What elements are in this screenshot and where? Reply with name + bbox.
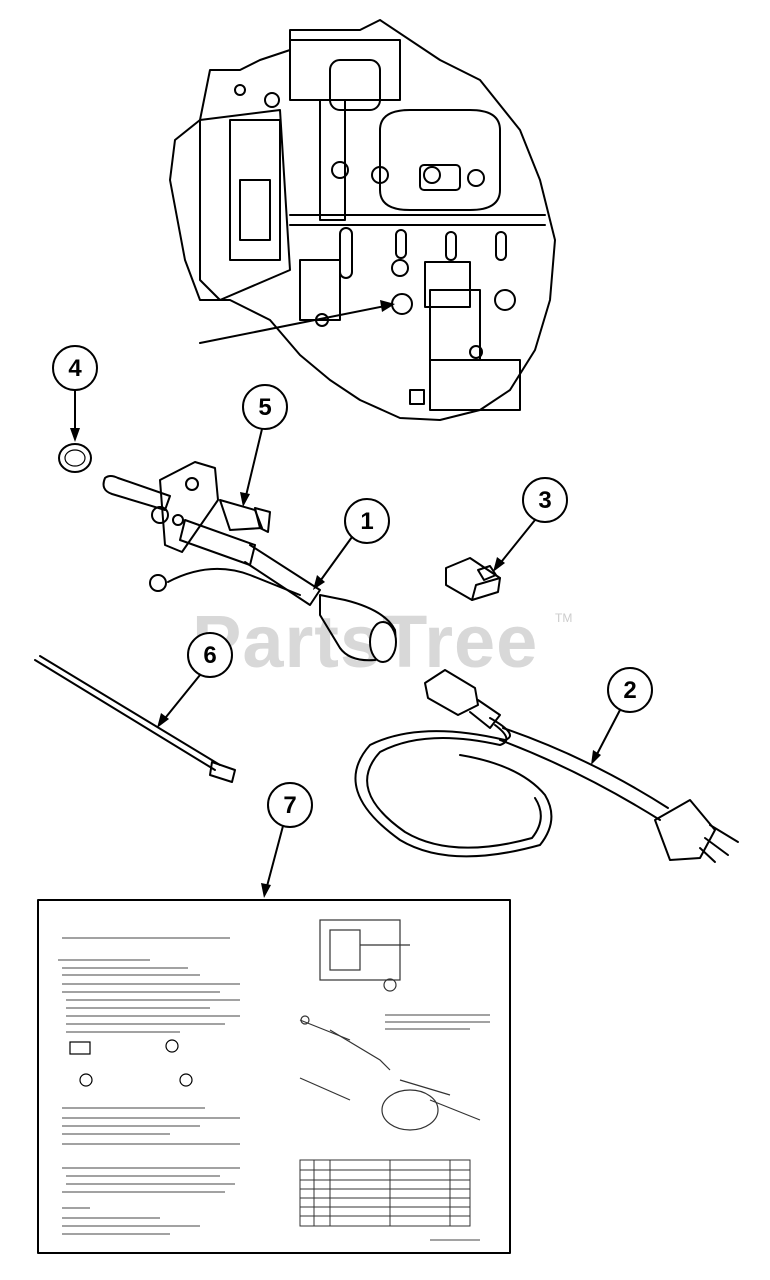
cable-tie-icon — [34, 655, 236, 783]
connector-clip-icon — [445, 557, 501, 601]
callout-1-label: 1 — [360, 508, 373, 535]
heater-element-icon — [102, 461, 397, 663]
callout-3-label: 3 — [538, 487, 551, 514]
watermark-text: PartsTree — [192, 600, 538, 683]
callout-3: 3 — [493, 477, 568, 572]
callout-5: 5 — [240, 384, 288, 507]
o-ring-icon — [58, 443, 92, 473]
watermark-trademark: TM — [555, 611, 572, 625]
callout-7: 7 — [261, 782, 313, 898]
callout-2-label: 2 — [623, 677, 636, 704]
callout-7-label: 7 — [283, 792, 296, 819]
callout-4: 4 — [52, 345, 98, 442]
callout-6: 6 — [157, 632, 233, 728]
bolt-icon — [219, 499, 271, 533]
instruction-sheet-icon — [37, 899, 511, 1254]
power-cord-icon — [354, 669, 739, 863]
callout-5-label: 5 — [258, 394, 271, 421]
callout-2: 2 — [591, 667, 653, 765]
engine-block-illustration — [169, 19, 556, 421]
callout-4-label: 4 — [68, 355, 82, 382]
callout-6-label: 6 — [203, 642, 216, 669]
callout-1: 1 — [313, 498, 390, 590]
